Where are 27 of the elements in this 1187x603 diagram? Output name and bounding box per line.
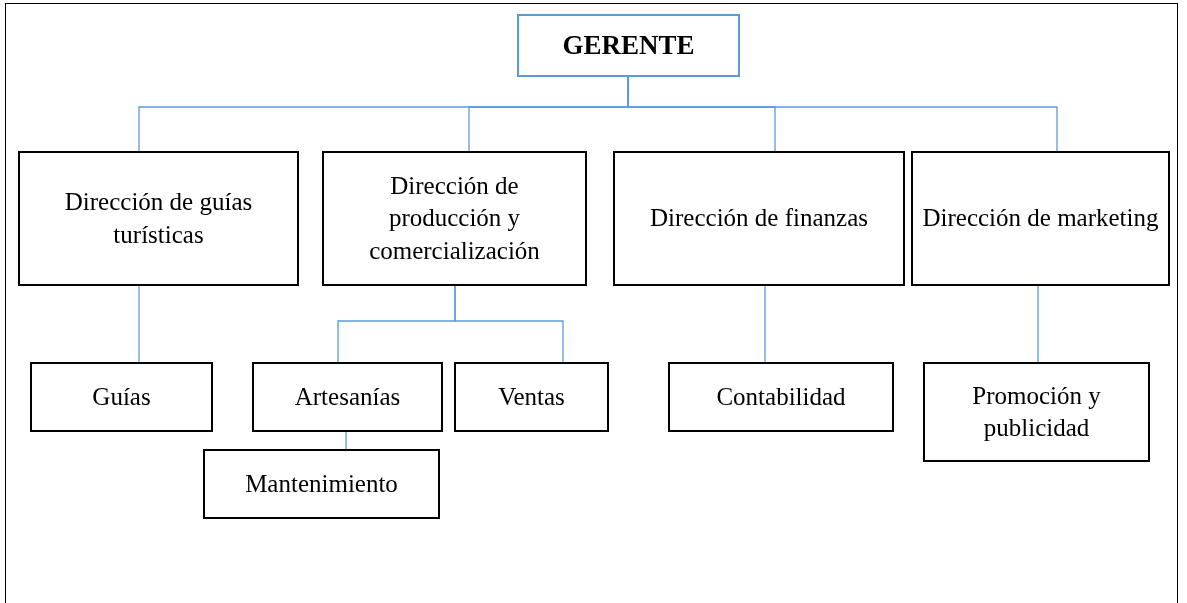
box-label: Promoción y publicidad — [971, 380, 1102, 443]
org-box — [517, 14, 740, 77]
connector-line — [454, 285, 564, 363]
org-box — [454, 362, 609, 432]
box-label: Dirección de finanzas — [650, 203, 868, 234]
org-box — [923, 362, 1150, 462]
box-label: Ventas — [498, 381, 565, 412]
org-box — [203, 449, 440, 519]
org-box — [613, 151, 905, 286]
box-label: Mantenimiento — [245, 468, 398, 499]
connector-line — [1037, 285, 1039, 363]
org-box — [322, 151, 587, 286]
connector-line — [764, 285, 766, 363]
box-label: Dirección de guías turísticas — [63, 187, 254, 250]
box-label: Dirección de marketing — [922, 203, 1159, 234]
box-label: Dirección de producción y comercialización — [368, 170, 541, 266]
box-label: Contabilidad — [716, 381, 846, 412]
connector-line — [345, 431, 347, 450]
box-label: Artesanías — [294, 381, 401, 412]
connector-line — [138, 285, 140, 363]
org-box — [30, 362, 213, 432]
org-box — [18, 151, 299, 286]
box-label: GERENTE — [562, 28, 695, 62]
org-box — [252, 362, 443, 432]
box-label: Guías — [92, 381, 151, 412]
org-box — [668, 362, 894, 432]
org-box — [911, 151, 1170, 286]
